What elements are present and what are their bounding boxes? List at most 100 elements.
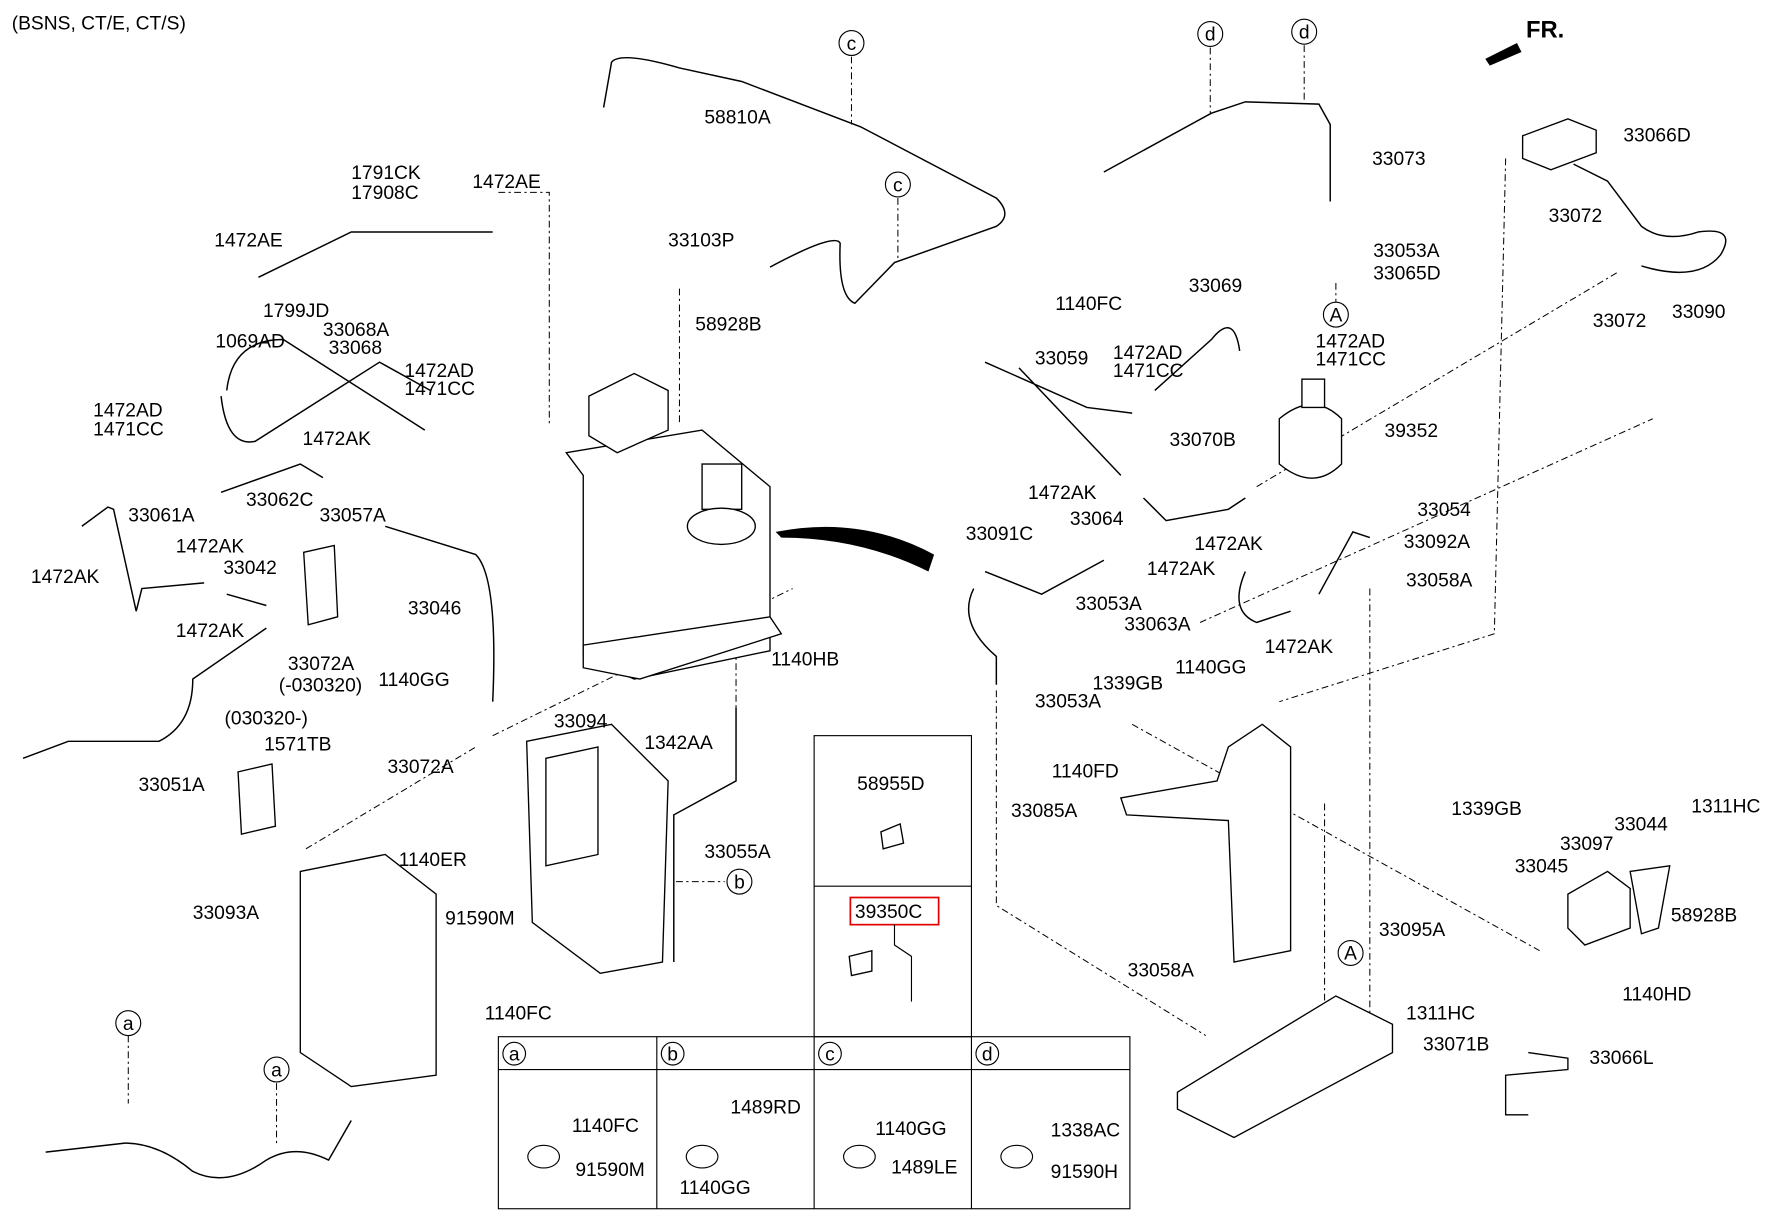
part-label[interactable]: 33072A (387, 757, 453, 778)
part-label[interactable]: 1140GG (378, 670, 449, 691)
part-label[interactable]: 33053A (1076, 594, 1142, 615)
callout-d: d (1197, 20, 1224, 47)
part-label[interactable]: 33042 (223, 558, 277, 579)
part-label[interactable]: 1472AD (93, 400, 163, 421)
part-label[interactable]: 1342AA (644, 733, 713, 754)
part-label[interactable]: 33072A (288, 654, 354, 675)
legend-part-label[interactable]: 1140GG (875, 1119, 946, 1140)
part-label[interactable]: 1140HD (1622, 984, 1691, 1005)
part-label[interactable]: 1472AD (1113, 343, 1183, 364)
part-label[interactable]: 1472AK (176, 536, 245, 557)
part-label[interactable]: 1339GB (1451, 799, 1522, 820)
legend-part-label[interactable]: 1489LE (891, 1158, 957, 1179)
callout-a: a (263, 1056, 290, 1083)
part-label[interactable]: 33059 (1035, 348, 1089, 369)
legend-part-label[interactable]: 1489RD (730, 1098, 801, 1119)
part-label[interactable]: 1140FC (1055, 294, 1122, 315)
part-label[interactable]: 33092A (1404, 532, 1470, 553)
part-label[interactable]: (-030320) (279, 676, 362, 697)
part-label[interactable]: 33054 (1417, 500, 1471, 521)
part-label[interactable]: 33058A (1406, 570, 1472, 591)
callout-letter: d (1205, 25, 1216, 46)
part-label[interactable]: (030320-) (224, 708, 307, 729)
part-label[interactable]: 1140ER (399, 850, 467, 871)
part-label[interactable]: 33103P (668, 231, 734, 252)
part-label[interactable]: 1472AD (1316, 331, 1386, 352)
part-label[interactable]: 33066D (1623, 125, 1690, 146)
part-label[interactable]: 1140FD (1052, 762, 1119, 783)
part-label[interactable]: 33051A (138, 775, 204, 796)
part-label[interactable]: 33097 (1560, 834, 1614, 855)
part-label[interactable]: 1471CC (1113, 361, 1184, 382)
part-label[interactable]: 1069AD (215, 331, 285, 352)
part-label[interactable]: 33053A (1373, 241, 1439, 262)
part-label[interactable]: 1471CC (93, 420, 164, 441)
part-label[interactable]: 1472AK (176, 621, 245, 642)
part-label[interactable]: 1471CC (404, 379, 475, 400)
legend-part-label[interactable]: 1140GG (679, 1178, 750, 1199)
part-label[interactable]: 33063A (1124, 614, 1190, 635)
part-label[interactable]: 1472AE (472, 172, 540, 193)
part-label[interactable]: 33053A (1035, 691, 1101, 712)
part-label[interactable]: 1140HB (771, 649, 839, 670)
part-label[interactable]: 1571TB (264, 734, 331, 755)
part-label[interactable]: 1471CC (1316, 350, 1387, 371)
part-label[interactable]: 1140FC (485, 1004, 552, 1025)
part-label[interactable]: 1311HC (1406, 1004, 1475, 1025)
part-label[interactable]: 33085A (1011, 801, 1077, 822)
part-label[interactable]: 33094 (554, 712, 608, 733)
callout-A: A (1322, 301, 1349, 328)
part-label[interactable]: 33091C (966, 524, 1033, 545)
part-label[interactable]: 33062C (246, 490, 313, 511)
part-label[interactable]: 33065D (1373, 264, 1440, 285)
part-label[interactable]: 33045 (1515, 857, 1569, 878)
part-label[interactable]: 1472AK (303, 429, 372, 450)
callout-d: d (1291, 18, 1318, 45)
part-label[interactable]: 33058A (1128, 961, 1194, 982)
part-label[interactable]: 33055A (704, 842, 770, 863)
part-label[interactable]: 1472AK (31, 567, 100, 588)
part-label[interactable]: 33093A (193, 903, 259, 924)
part-label[interactable]: 1791CK (351, 163, 421, 184)
part-label[interactable]: 1472AK (1194, 534, 1263, 555)
legend-part-label[interactable]: 91590M (575, 1160, 645, 1181)
part-label[interactable]: 33064 (1070, 509, 1124, 530)
part-label[interactable]: 1472AK (1028, 483, 1097, 504)
part-label[interactable]: 33072 (1549, 206, 1603, 227)
part-label[interactable]: 1311HC (1691, 797, 1760, 818)
part-label[interactable]: 1472AE (214, 231, 282, 252)
part-label[interactable]: 1339GB (1093, 673, 1164, 694)
callout-a: a (115, 1010, 142, 1037)
part-label[interactable]: 91590M (445, 909, 515, 930)
highlighted-part-label[interactable]: 39350C (855, 902, 922, 923)
part-label[interactable]: 1140GG (1175, 657, 1246, 678)
part-label[interactable]: 58810A (704, 107, 770, 128)
part-label[interactable]: 39352 (1385, 421, 1439, 442)
part-label[interactable]: 58955D (857, 774, 924, 795)
part-label[interactable]: 33073 (1372, 149, 1426, 170)
part-label[interactable]: 33061A (128, 506, 194, 527)
part-label[interactable]: 17908C (351, 183, 418, 204)
part-label[interactable]: 1472AK (1265, 637, 1334, 658)
part-label[interactable]: 1799JD (263, 301, 329, 322)
part-label[interactable]: 33095A (1379, 920, 1445, 941)
part-label[interactable]: 33090 (1672, 302, 1726, 323)
part-label[interactable]: 33044 (1614, 815, 1668, 836)
part-label[interactable]: 33057A (320, 506, 386, 527)
legend-part-label[interactable]: 1140FC (572, 1116, 639, 1137)
part-label[interactable]: 33068 (329, 338, 383, 359)
part-label[interactable]: 33068A (323, 320, 389, 341)
part-label[interactable]: 58928B (695, 314, 761, 335)
legend-part-label[interactable]: 1338AC (1051, 1120, 1121, 1141)
legend-part-label[interactable]: 91590H (1051, 1162, 1118, 1183)
part-label[interactable]: 33071B (1423, 1034, 1489, 1055)
part-label[interactable]: 1472AD (404, 361, 474, 382)
part-label[interactable]: 33046 (408, 599, 462, 620)
part-label[interactable]: 58928B (1671, 905, 1737, 926)
callout-letter: c (893, 175, 903, 196)
part-label[interactable]: 33066L (1589, 1048, 1653, 1069)
part-label[interactable]: 33072 (1593, 311, 1647, 332)
part-label[interactable]: 33069 (1189, 276, 1243, 297)
part-label[interactable]: 1472AK (1147, 559, 1216, 580)
part-label[interactable]: 33070B (1170, 430, 1236, 451)
